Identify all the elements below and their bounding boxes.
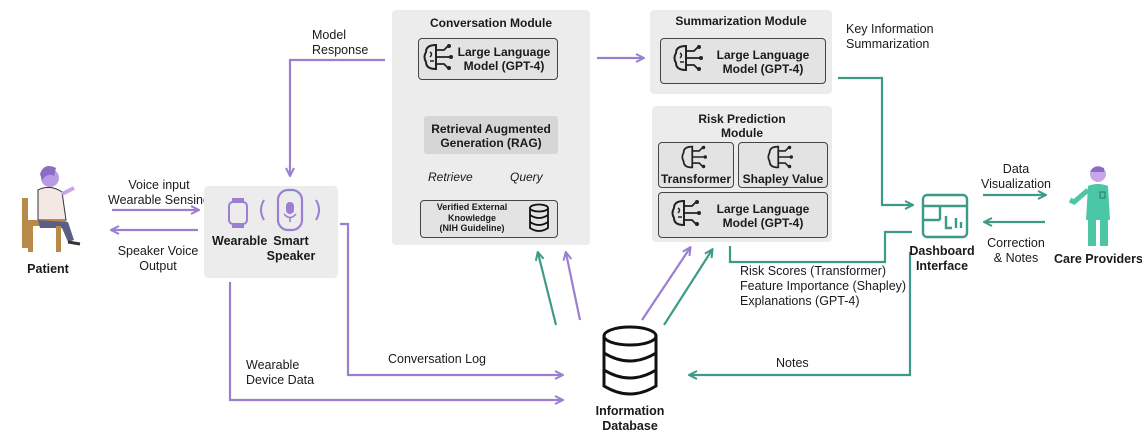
conversation-log-label: Conversation Log	[388, 352, 486, 366]
care-providers-label: Care Providers	[1054, 252, 1142, 266]
smart-speaker-line2: Speaker	[266, 249, 316, 263]
risk-module-title: Risk Prediction Module	[652, 112, 832, 140]
retrieve-label: Retrieve	[428, 170, 473, 184]
arrow-conversation-log	[340, 222, 562, 375]
risk-llm-line1: Large Language	[716, 202, 810, 216]
brain-circuit-icon	[767, 145, 793, 169]
brain-circuit-icon	[671, 199, 701, 227]
risk-output-line3: Explanations (GPT-4)	[740, 294, 860, 308]
shapley-label: Shapley Value	[742, 172, 824, 186]
wearable-device-data-label: Wearable Device Data	[246, 358, 314, 388]
knowledge-line1: Verified External	[436, 202, 508, 212]
arrow-db-to-conv-teal	[538, 253, 558, 326]
brain-circuit-icon	[423, 43, 453, 71]
shapley-box	[738, 142, 828, 188]
knowledge-line2: Knowledge	[447, 212, 496, 223]
data-vis-line2: Visualization	[981, 177, 1051, 191]
knowledge-database-icon	[529, 203, 549, 232]
risk-llm-line2: Model (GPT-4)	[722, 216, 804, 230]
wearable-data-line1: Wearable	[246, 358, 300, 372]
arrow-db-to-risk	[641, 248, 690, 321]
key-info-label: Key Information Summarization	[846, 22, 934, 52]
speaker-output-line1: Speaker Voice	[117, 244, 199, 258]
patient-label: Patient	[27, 262, 69, 276]
knowledge-box	[420, 200, 558, 238]
voice-input-label: Voice input Wearable Sensing	[100, 178, 218, 208]
risk-llm-box	[658, 192, 828, 238]
model-response-label: Model Response	[312, 28, 368, 58]
dashboard-label: Dashboard Interface	[904, 244, 980, 274]
knowledge-line3: (NIH Guideline)	[439, 223, 505, 233]
arrow-wearable-data	[228, 282, 562, 400]
risk-title-line1: Risk Prediction	[698, 112, 786, 126]
data-vis-line1: Data	[1002, 162, 1030, 176]
database-line1: Information	[595, 404, 665, 418]
smart-speaker-label: Smart Speaker	[266, 234, 316, 264]
rag-label: Retrieval Augmented Generation (RAG)	[424, 122, 558, 150]
risk-output-label: Risk Scores (Transformer) Feature Import…	[740, 264, 906, 309]
conversation-module-title: Conversation Module	[429, 16, 552, 30]
arrow-summary-to-dashboard	[838, 76, 912, 205]
model-response-line1: Model	[312, 28, 347, 42]
brain-circuit-icon	[673, 44, 703, 72]
summarization-llm-line2: Model (GPT-4)	[722, 62, 804, 76]
rag-line1: Retrieval Augmented	[431, 122, 551, 136]
correction-notes-label: Correction & Notes	[980, 236, 1052, 266]
brain-circuit-icon	[681, 145, 707, 169]
arrow-db-to-risk-teal	[663, 250, 712, 326]
arrow-db-to-conv	[566, 253, 582, 321]
speaker-output-label: Speaker Voice Output	[104, 244, 212, 274]
transformer-label: Transformer	[660, 172, 732, 186]
wearable-label: Wearable	[212, 234, 268, 248]
patient-icon	[22, 166, 81, 252]
care-provider-icon	[1068, 166, 1110, 246]
dashboard-line1: Dashboard	[909, 244, 975, 258]
risk-output-line1: Risk Scores (Transformer)	[740, 264, 887, 278]
summarization-llm-label: Large Language Model (GPT-4)	[706, 48, 820, 76]
arrow-notes	[690, 252, 912, 375]
notes-label: Notes	[776, 356, 809, 370]
risk-output-line2: Feature Importance (Shapley)	[740, 279, 907, 293]
conversation-llm-box	[418, 38, 558, 80]
smart-speaker-icon	[260, 188, 320, 232]
transformer-box	[658, 142, 734, 188]
conversation-llm-line1: Large Language	[457, 45, 551, 59]
arrow-risk-to-dashboard	[728, 230, 912, 264]
database-line2: Database	[602, 419, 658, 433]
key-info-line2: Summarization	[846, 37, 930, 51]
knowledge-label: Verified External Knowledge (NIH Guideli…	[422, 202, 522, 234]
wearable-data-line2: Device Data	[246, 373, 315, 387]
voice-input-line1: Voice input	[128, 178, 190, 192]
conversation-llm-label: Large Language Model (GPT-4)	[452, 45, 556, 73]
risk-llm-label: Large Language Model (GPT-4)	[706, 202, 820, 230]
rag-line2: Generation (RAG)	[440, 136, 542, 150]
data-visualization-label: Data Visualization	[980, 162, 1052, 192]
summarization-module-title: Summarization Module	[675, 14, 807, 28]
query-label: Query	[510, 170, 543, 184]
database-label: Information Database	[580, 404, 680, 434]
correction-line2: & Notes	[993, 251, 1039, 265]
key-info-line1: Key Information	[846, 22, 934, 36]
rag-box	[424, 116, 558, 154]
summarization-llm-line1: Large Language	[716, 48, 810, 62]
dashboard-icon	[921, 193, 969, 239]
speaker-output-line2: Output	[139, 259, 177, 273]
voice-input-line2: Wearable Sensing	[108, 193, 210, 207]
dashboard-line2: Interface	[915, 259, 969, 273]
smartwatch-icon	[228, 198, 248, 228]
database-icon	[602, 325, 658, 396]
correction-line1: Correction	[987, 236, 1045, 250]
smart-speaker-line1: Smart	[273, 234, 309, 248]
arrow-model-response	[290, 58, 385, 175]
conversation-llm-line2: Model (GPT-4)	[463, 59, 545, 73]
summarization-llm-box	[660, 38, 826, 84]
model-response-line2: Response	[312, 43, 369, 57]
risk-title-line2: Module	[721, 126, 763, 140]
